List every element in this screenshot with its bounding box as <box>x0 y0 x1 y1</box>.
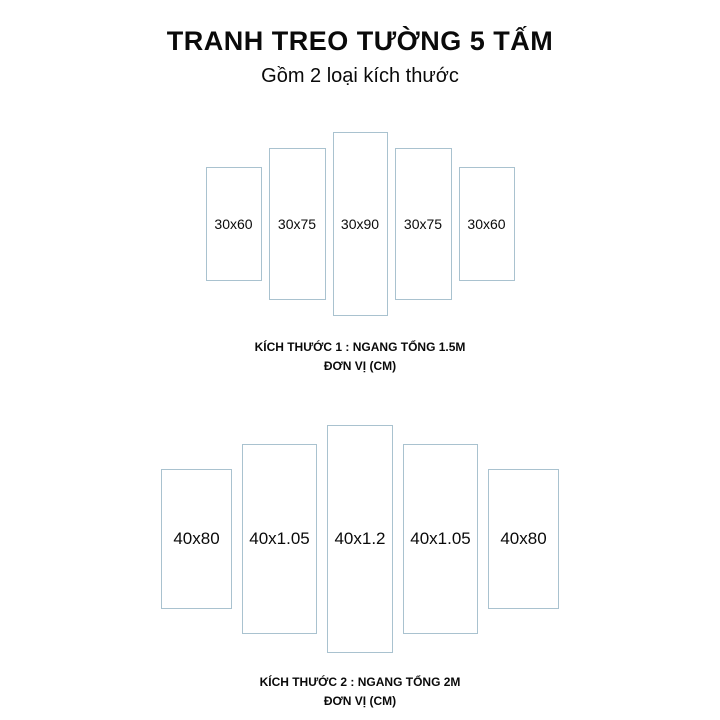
panel-30x75-right: 30x75 <box>394 148 452 300</box>
panel-30x90-center: 30x90 <box>332 132 388 316</box>
panel-size-label: 40x1.05 <box>410 529 471 549</box>
size-group-1: 30x60 30x75 30x90 30x75 30x60 KÍCH THƯỚC… <box>0 132 720 375</box>
panel-row-1: 30x60 30x75 30x90 30x75 30x60 <box>0 132 720 316</box>
panel-row-2: 40x80 40x1.05 40x1.2 40x1.05 40x80 <box>0 425 720 654</box>
panel-size-label: 40x1.2 <box>334 529 386 549</box>
caption-group-1: KÍCH THƯỚC 1 : NGANG TỔNG 1.5M ĐƠN VỊ (C… <box>0 338 720 375</box>
panel-40x80-right: 40x80 <box>488 469 559 610</box>
caption-line-2: ĐƠN VỊ (CM) <box>323 693 397 708</box>
panel-30x60-right: 30x60 <box>458 167 515 281</box>
panel-40x105-right: 40x1.05 <box>403 444 478 635</box>
caption-line-2: ĐƠN VỊ (CM) <box>323 358 397 373</box>
panel-size-label: 40x80 <box>500 529 547 549</box>
size-group-2: 40x80 40x1.05 40x1.2 40x1.05 40x80 KÍCH … <box>0 425 720 710</box>
panel-40x80-left: 40x80 <box>161 469 232 610</box>
panel-size-label: 30x60 <box>467 216 506 232</box>
panel-size-label: 30x60 <box>214 216 253 232</box>
panel-size-label: 40x80 <box>173 529 220 549</box>
caption-group-2: KÍCH THƯỚC 2 : NGANG TỔNG 2M ĐƠN VỊ (CM) <box>0 673 720 710</box>
page-subtitle: Gồm 2 loại kích thước <box>261 65 459 87</box>
panel-40x12-center: 40x1.2 <box>327 425 393 654</box>
panel-40x105-left: 40x1.05 <box>242 444 317 635</box>
panel-30x60-left: 30x60 <box>205 167 262 281</box>
panel-size-label: 30x75 <box>403 216 443 232</box>
caption-line-1: KÍCH THƯỚC 2 : NGANG TỔNG 2M <box>259 675 461 690</box>
page-title: TRANH TREO TƯỜNG 5 TẤM <box>166 26 554 56</box>
panel-size-label: 30x75 <box>277 216 317 232</box>
panel-30x75-left: 30x75 <box>268 148 326 300</box>
panel-size-label: 40x1.05 <box>249 529 310 549</box>
panel-size-label: 30x90 <box>340 216 380 232</box>
caption-line-1: KÍCH THƯỚC 1 : NGANG TỔNG 1.5M <box>254 340 466 354</box>
